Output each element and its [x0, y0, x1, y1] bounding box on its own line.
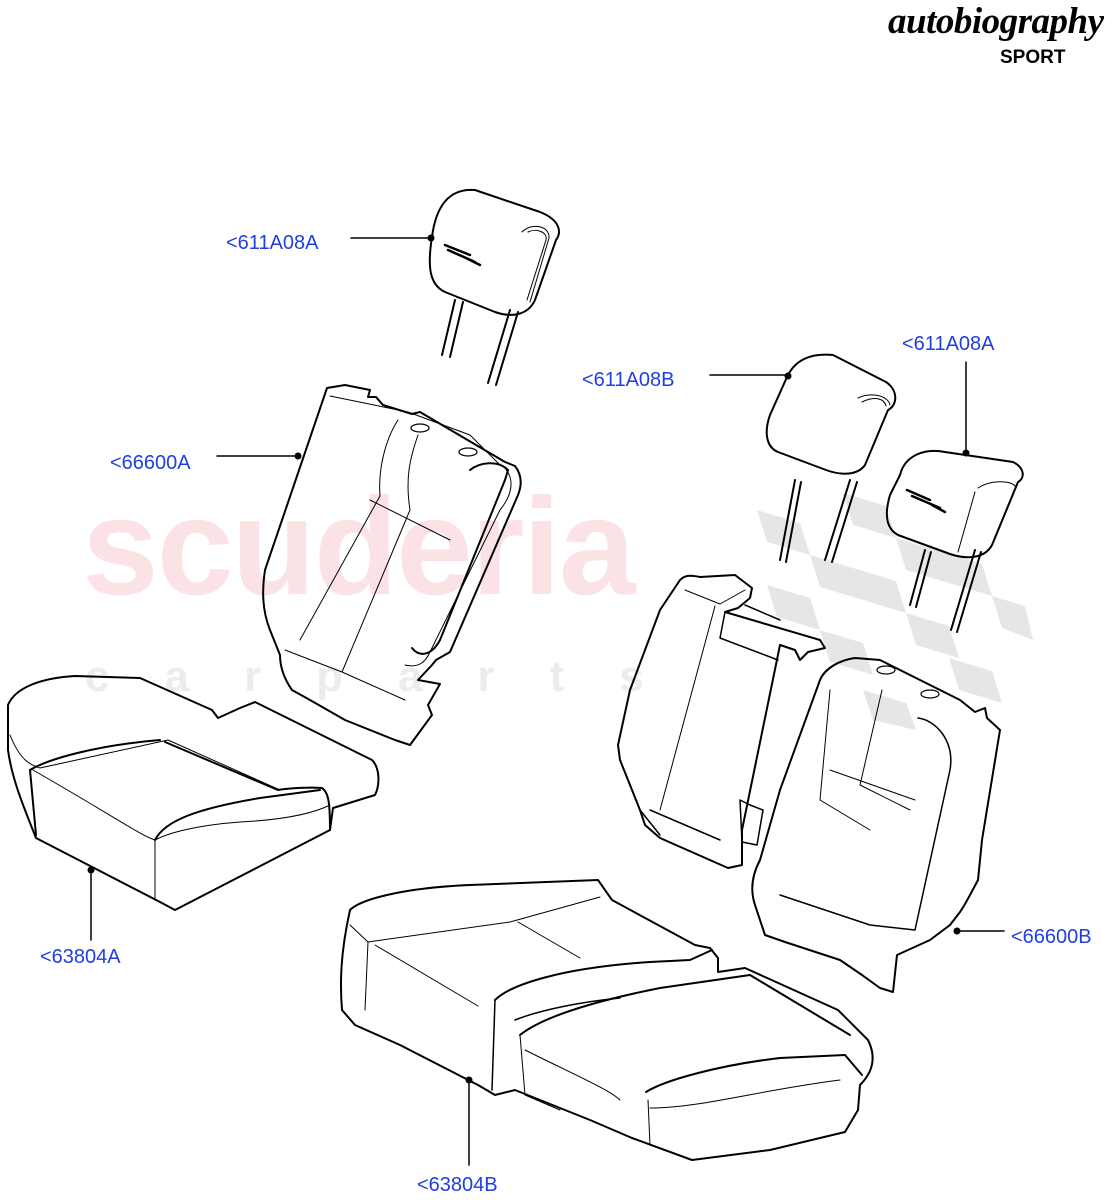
callout-611A08A-left[interactable]: <611A08A — [226, 232, 319, 254]
headrest-right — [885, 449, 1024, 633]
headrest-center — [765, 353, 897, 563]
watermark-scuderia: scuderia — [82, 470, 636, 624]
headrest-left — [427, 188, 560, 386]
cushion-right — [339, 879, 874, 1161]
callout-66600B[interactable]: <66600B — [1011, 926, 1092, 948]
callout-63804B[interactable]: <63804B — [417, 1174, 498, 1196]
callout-611A08A-right[interactable]: <611A08A — [902, 333, 995, 355]
watermark-carparts: carparts — [85, 652, 699, 701]
callout-66600A[interactable]: <66600A — [110, 452, 191, 474]
callout-63804A[interactable]: <63804A — [40, 946, 121, 968]
seatback-right — [617, 574, 1001, 993]
brand-autobiography: autobiography — [888, 1, 1104, 42]
seatback-left — [262, 384, 522, 746]
leader-lines — [90, 237, 1005, 1166]
cushion-left — [7, 675, 380, 911]
brand-sport: SPORT — [1000, 47, 1066, 68]
callout-611A08B[interactable]: <611A08B — [582, 369, 675, 391]
